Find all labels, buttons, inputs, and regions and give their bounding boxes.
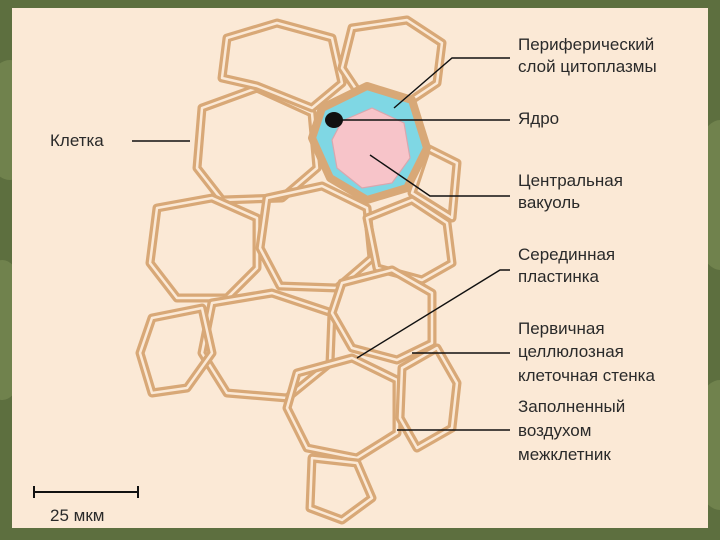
cell: [135, 303, 217, 398]
label-middle-lamella-line2: пластинка: [518, 267, 600, 286]
cell-walls: [135, 15, 462, 525]
central-vacuole: [331, 107, 411, 189]
cell: [362, 195, 457, 285]
label-vacuole-line2: вакуоль: [518, 193, 581, 212]
label-intercellular-space-line3: межклетник: [518, 445, 611, 464]
leader-line: [369, 154, 510, 197]
nucleus: [325, 112, 343, 128]
label-peripheral-cytoplasm-line1: Периферический: [518, 35, 655, 54]
label-peripheral-cytoplasm-line2: слой цитоплазмы: [518, 57, 657, 76]
label-intercellular-space-line2: воздухом: [518, 421, 592, 440]
cell: [395, 343, 462, 453]
cell: [327, 265, 437, 365]
highlighted-cell: [308, 82, 431, 204]
label-intercellular-space-line1: Заполненный: [518, 397, 626, 416]
label-cell: Клетка: [50, 131, 104, 150]
cell: [255, 181, 377, 293]
cell: [337, 15, 447, 108]
diagram-panel: Периферический слой цитоплазмы Ядро Цент…: [12, 8, 708, 528]
label-primary-wall-line3: клеточная стенка: [518, 366, 655, 385]
leader-line: [356, 269, 510, 359]
cell: [197, 288, 337, 403]
cell: [282, 353, 402, 463]
cell: [217, 18, 347, 113]
scale-bar-label: 25 мкм: [50, 506, 105, 525]
leader-line: [393, 57, 510, 109]
label-nucleus: Ядро: [518, 109, 560, 128]
label-primary-wall-line2: целлюлозная: [518, 342, 624, 361]
leader-lines: [132, 57, 510, 431]
plant-tissue-diagram: [33, 15, 510, 525]
label-middle-lamella-line1: Серединная: [518, 245, 616, 264]
cell: [145, 193, 262, 303]
cell: [305, 453, 377, 525]
label-vacuole-line1: Центральная: [518, 171, 623, 190]
label-primary-wall-line1: Первичная: [518, 319, 605, 338]
scale-bar: [33, 486, 139, 498]
